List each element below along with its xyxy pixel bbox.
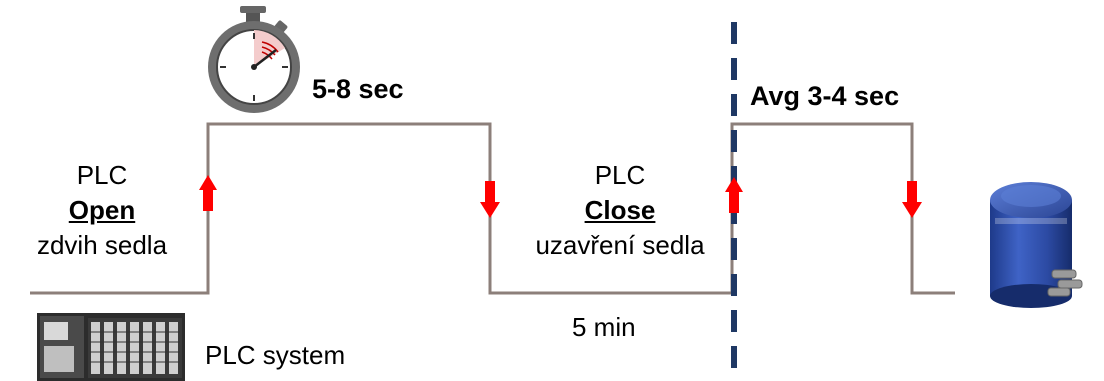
valve-actuator-image bbox=[990, 182, 1083, 308]
arrow-up-1 bbox=[199, 175, 217, 211]
plc-close-description: uzavření sedla bbox=[535, 230, 705, 260]
plc-rack-image bbox=[37, 313, 185, 381]
plc-system-label: PLC system bbox=[205, 340, 346, 370]
stopwatch-icon bbox=[208, 6, 300, 113]
timing-label-avg: Avg 3-4 sec bbox=[750, 81, 900, 111]
arrow-down-1 bbox=[480, 181, 500, 218]
plc-close-block: PLC Close uzavření sedla bbox=[512, 158, 728, 263]
plc-close-title: PLC bbox=[594, 160, 646, 190]
duration-label: 5 min bbox=[572, 312, 636, 342]
plc-open-block: PLC Open zdvih sedla bbox=[14, 158, 190, 263]
plc-open-title: PLC bbox=[76, 160, 128, 190]
plc-close-command: Close bbox=[584, 195, 656, 225]
plc-open-command: Open bbox=[68, 195, 136, 225]
arrow-up-2 bbox=[725, 177, 743, 213]
arrow-down-2 bbox=[902, 181, 922, 218]
timing-label-5-8-sec: 5-8 sec bbox=[312, 74, 404, 104]
plc-open-description: zdvih sedla bbox=[36, 230, 168, 260]
